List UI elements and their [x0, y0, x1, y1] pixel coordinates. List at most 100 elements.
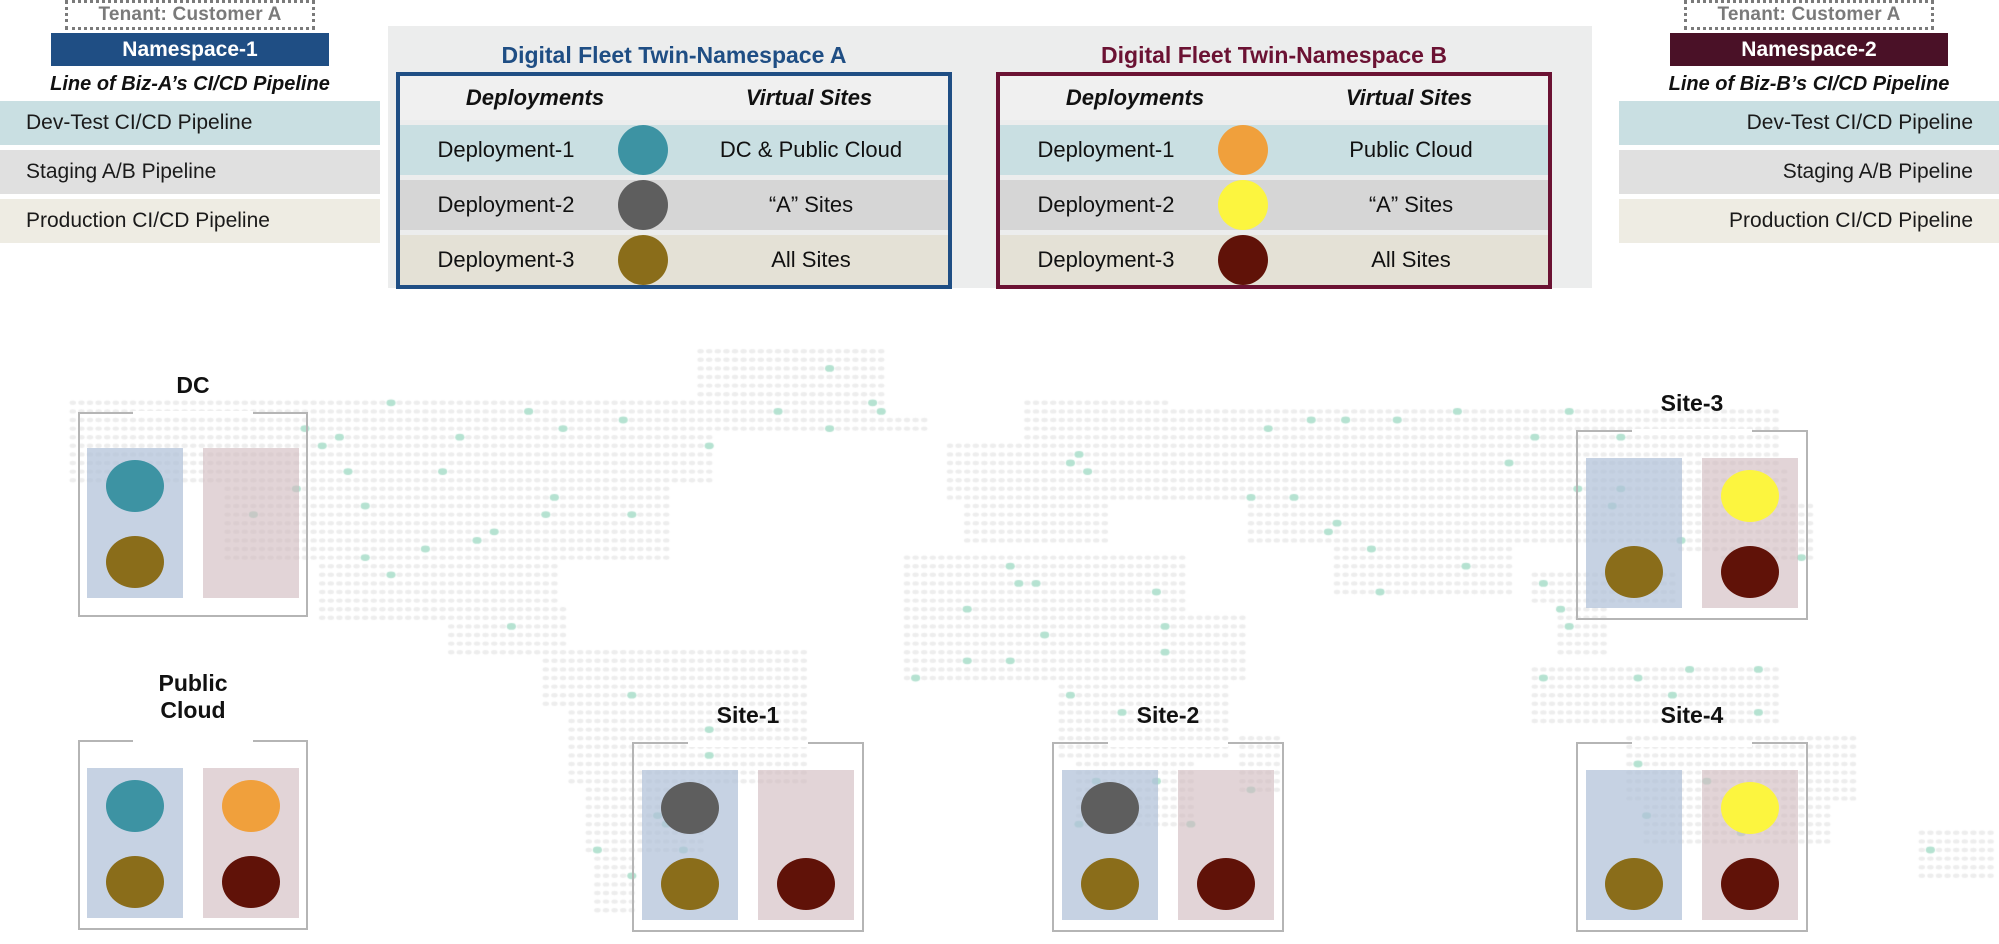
site-label-site-4: Site-4: [1576, 702, 1808, 729]
site-frame-gap: [133, 411, 253, 417]
site-panels: [1062, 770, 1274, 920]
digital-fleet-twin-container: Digital Fleet Twin-Namespace A Deploymen…: [388, 26, 1592, 289]
left-tenant-panel: Tenant: Customer A Namespace-1 Line of B…: [0, 0, 380, 243]
site-panel-namespace-b: [758, 770, 854, 920]
table-row[interactable]: Deployment-2 “A” Sites: [1000, 180, 1548, 230]
namespace-a-panel: Digital Fleet Twin-Namespace A Deploymen…: [396, 38, 952, 289]
namespace-a-table: Deployments Virtual Sites Deployment-1 D…: [396, 72, 952, 289]
deployment-dot: [1081, 782, 1139, 834]
site-frame: [632, 741, 864, 932]
site-frame-gap: [1108, 741, 1228, 747]
site-panels: [87, 447, 299, 598]
table-row[interactable]: Deployment-1 DC & Public Cloud: [400, 125, 948, 175]
site-panel-namespace-b: [1702, 458, 1798, 608]
deployment-dot: [661, 858, 719, 910]
virtual-site-name: All Sites: [1371, 247, 1451, 272]
namespace-b-panel: Digital Fleet Twin-Namespace B Deploymen…: [996, 38, 1552, 289]
deployment-dot: [1081, 858, 1139, 910]
deployment-dot: [1605, 546, 1663, 598]
site-label-site-1: Site-1: [632, 702, 864, 729]
tenant-chip-left: Tenant: Customer A: [65, 0, 315, 30]
virtual-site-name: DC & Public Cloud: [719, 137, 903, 162]
site-card-site-2[interactable]: Site-2: [1052, 702, 1284, 932]
site-frame: [1576, 741, 1808, 932]
site-frame: [78, 411, 308, 617]
deployment-dot: [1605, 858, 1663, 910]
table-row[interactable]: Deployment-1 Public Cloud: [1000, 125, 1548, 175]
site-label-site-2: Site-2: [1052, 702, 1284, 729]
pipeline-item-staging-left[interactable]: Staging A/B Pipeline: [0, 150, 380, 194]
deployment-color-dot: [612, 235, 674, 285]
site-label-line: Public: [158, 670, 228, 696]
pipeline-item-dev-test-right[interactable]: Dev-Test CI/CD Pipeline: [1619, 101, 1999, 145]
deployment-dot: [1721, 470, 1779, 522]
pipeline-item-production-left[interactable]: Production CI/CD Pipeline: [0, 199, 380, 243]
namespace-2-bar[interactable]: Namespace-2: [1670, 33, 1948, 66]
deployment-name: Deployment-1: [1037, 137, 1175, 162]
virtual-site-name: “A” Sites: [1368, 192, 1454, 217]
site-frame-gap: [688, 741, 808, 747]
deployment-color-dot: [612, 180, 674, 230]
deployment-color-dot: [1212, 125, 1274, 175]
tenant-chip-right: Tenant: Customer A: [1684, 0, 1934, 30]
virtual-site-name: All Sites: [771, 247, 851, 272]
pipeline-item-dev-test-left[interactable]: Dev-Test CI/CD Pipeline: [0, 101, 380, 145]
site-label-line: Site-2: [1136, 702, 1200, 728]
deployment-dot: [1721, 858, 1779, 910]
table-row[interactable]: Deployment-2 “A” Sites: [400, 180, 948, 230]
circle-icon: [1218, 180, 1268, 230]
site-frame: [1052, 741, 1284, 932]
site-panel-namespace-b: [1178, 770, 1274, 920]
site-panels: [642, 770, 854, 920]
deployment-dot: [106, 780, 164, 832]
deployment-name: Deployment-3: [1037, 247, 1175, 272]
line-of-biz-b-label: Line of Biz-B’s CI/CD Pipeline: [1668, 73, 1950, 95]
table-row[interactable]: Deployment-3 All Sites: [400, 235, 948, 285]
site-panel-namespace-a: [87, 447, 183, 598]
site-panel-namespace-b: [203, 768, 299, 918]
deployment-dot: [1721, 782, 1779, 834]
site-frame: [1576, 429, 1808, 620]
line-of-biz-a-label: Line of Biz-A’s CI/CD Pipeline: [50, 73, 330, 95]
circle-icon: [618, 235, 668, 285]
site-panel-namespace-a: [1586, 770, 1682, 920]
site-card-site-1[interactable]: Site-1: [632, 702, 864, 932]
site-card-site-4[interactable]: Site-4: [1576, 702, 1808, 932]
deployment-name: Deployment-2: [1037, 192, 1175, 217]
deployment-dot: [222, 780, 280, 832]
virtual-site-name: “A” Sites: [768, 192, 854, 217]
deployment-dot: [1721, 546, 1779, 598]
circle-icon: [618, 180, 668, 230]
site-panel-namespace-a: [642, 770, 738, 920]
site-card-site-3[interactable]: Site-3: [1576, 390, 1808, 620]
site-panel-namespace-a: [87, 768, 183, 918]
column-header-deployments-b: Deployments: [1065, 85, 1205, 110]
deployment-color-dot: [612, 125, 674, 175]
site-label-line: DC: [176, 372, 210, 398]
namespace-b-table: Deployments Virtual Sites Deployment-1 P…: [996, 72, 1552, 289]
namespace-a-title: Digital Fleet Twin-Namespace A: [501, 42, 847, 68]
column-header-virtual-sites-a: Virtual Sites: [745, 85, 873, 110]
site-label-site-3: Site-3: [1576, 390, 1808, 417]
namespace-1-bar[interactable]: Namespace-1: [51, 33, 329, 66]
pipeline-item-production-right[interactable]: Production CI/CD Pipeline: [1619, 199, 1999, 243]
site-panels: [87, 768, 299, 918]
site-label-line: Cloud: [160, 697, 226, 723]
pipeline-item-staging-right[interactable]: Staging A/B Pipeline: [1619, 150, 1999, 194]
table-row[interactable]: Deployment-3 All Sites: [1000, 235, 1548, 285]
site-card-dc[interactable]: DC: [78, 372, 308, 617]
site-frame-gap: [133, 739, 253, 745]
site-panel-namespace-a: [1586, 458, 1682, 608]
site-frame-gap: [1632, 741, 1752, 747]
circle-icon: [618, 125, 668, 175]
site-label-line: Site-1: [716, 702, 780, 728]
deployment-dot: [106, 856, 164, 908]
deployment-color-dot: [1212, 180, 1274, 230]
column-header-virtual-sites-b: Virtual Sites: [1345, 85, 1473, 110]
deployment-name: Deployment-3: [437, 247, 575, 272]
deployment-name: Deployment-1: [437, 137, 575, 162]
deployment-dot: [106, 535, 164, 588]
deployment-dot: [222, 856, 280, 908]
